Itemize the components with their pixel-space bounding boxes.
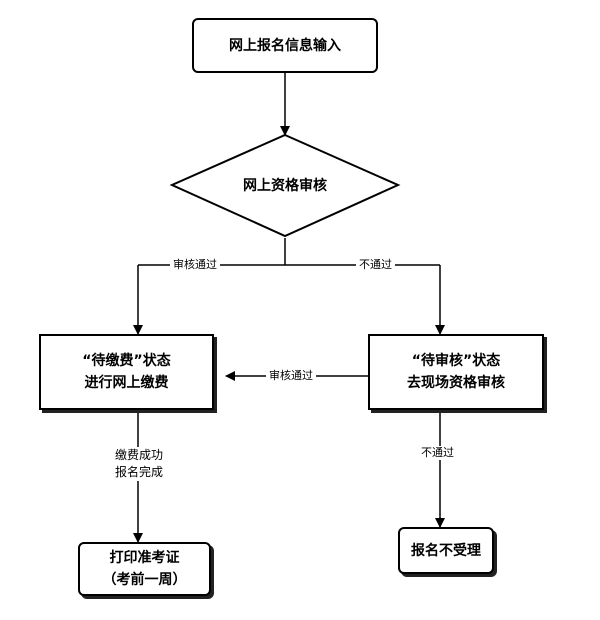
payment-done-line-2: 报名完成 xyxy=(114,465,163,479)
pending-review-node: “待审核”状态 去现场资格审核 xyxy=(368,334,544,410)
print-ticket-line-2: （考前一周） xyxy=(102,572,187,588)
pending-payment-line-1: “待缴费”状态 xyxy=(82,353,171,369)
edge-label-payment-done: 缴费成功 报名完成 xyxy=(112,447,166,481)
review-decision-label: 网上资格审核 xyxy=(243,178,327,194)
edge-label-review-pass: 审核通过 xyxy=(170,258,220,272)
edge-label-onsite-fail: 不通过 xyxy=(418,446,457,460)
rejected-node-label: 报名不受理 xyxy=(411,542,481,559)
edge-label-onsite-pass: 审核通过 xyxy=(266,369,316,383)
print-ticket-line-1: 打印准考证 xyxy=(109,550,180,566)
print-ticket-node: 打印准考证 （考前一周） xyxy=(78,542,211,596)
payment-done-line-1: 缴费成功 xyxy=(114,448,163,462)
pending-review-line-1: “待审核”状态 xyxy=(411,353,501,369)
start-node: 网上报名信息输入 xyxy=(192,18,378,73)
pending-payment-line-2: 进行网上缴费 xyxy=(84,375,169,391)
start-node-label: 网上报名信息输入 xyxy=(229,37,341,54)
review-decision-diamond xyxy=(169,133,401,238)
pending-review-line-2: 去现场资格审核 xyxy=(407,375,505,391)
pending-payment-node: “待缴费”状态 进行网上缴费 xyxy=(39,334,214,410)
rejected-node: 报名不受理 xyxy=(398,527,494,574)
edge-label-review-fail: 不通过 xyxy=(356,258,395,272)
